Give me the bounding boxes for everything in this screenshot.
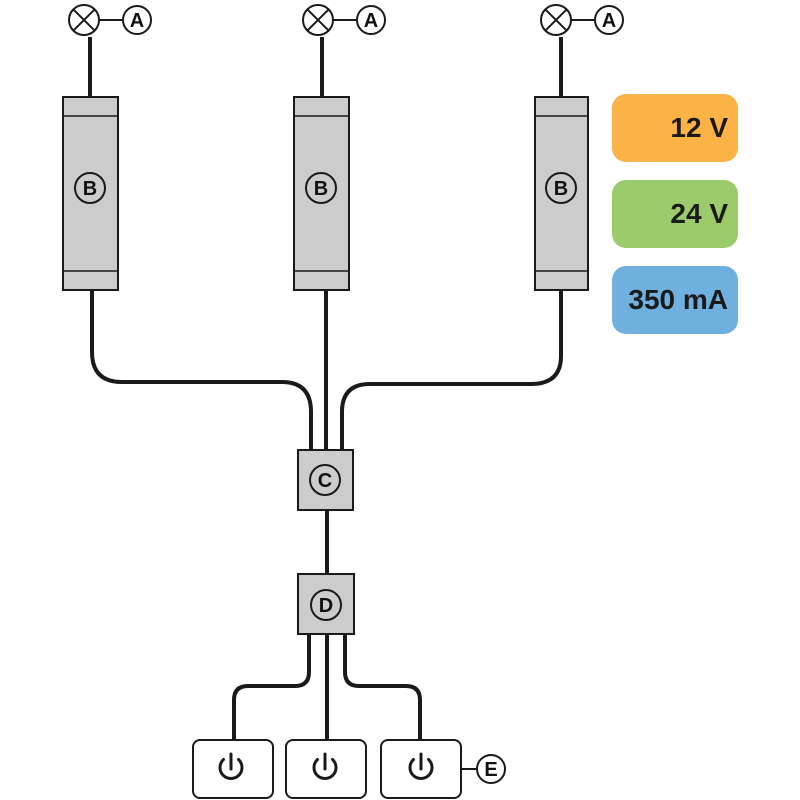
power-icon [312,752,338,781]
driver-3: B [534,96,589,291]
rating-badge-24v: 24 V [612,180,738,248]
wire-driver-1-junction [90,290,313,450]
switches-label: E [484,759,497,781]
wires [88,37,563,740]
lamp-1: A [68,4,152,36]
switches-label-group: E [461,754,506,784]
switch-1 [192,739,274,799]
wire-switch-unit-switch-3 [343,634,422,740]
lamp-cross-icon [72,8,96,32]
power-icon [408,752,434,781]
switch-2 [285,739,367,799]
rating-badge-12v: 12 V [612,94,738,162]
lamp-cross-icon [544,8,568,32]
wire-driver-3-junction [340,290,563,450]
lamp-2-label: A [364,10,378,32]
junction-label: C [318,470,332,492]
rating-badge-350ma: 350 mA [612,266,738,334]
driver-2-label: B [314,178,328,200]
power-icon [218,752,244,781]
switch-unit-label: D [319,595,333,617]
driver-2: B [293,96,350,291]
junction-box: C [297,449,354,511]
driver-1-label: B [83,178,97,200]
lamp-3: A [540,4,624,36]
switch-3 [380,739,462,799]
switch-unit-box: D [297,573,355,635]
driver-3-label: B [554,178,568,200]
lamp-cross-icon [306,8,330,32]
driver-1: B [62,96,119,291]
lamp-1-label: A [130,10,144,32]
wire-switch-unit-switch-1 [232,634,311,740]
lamp-3-label: A [602,10,616,32]
lamp-2: A [302,4,386,36]
